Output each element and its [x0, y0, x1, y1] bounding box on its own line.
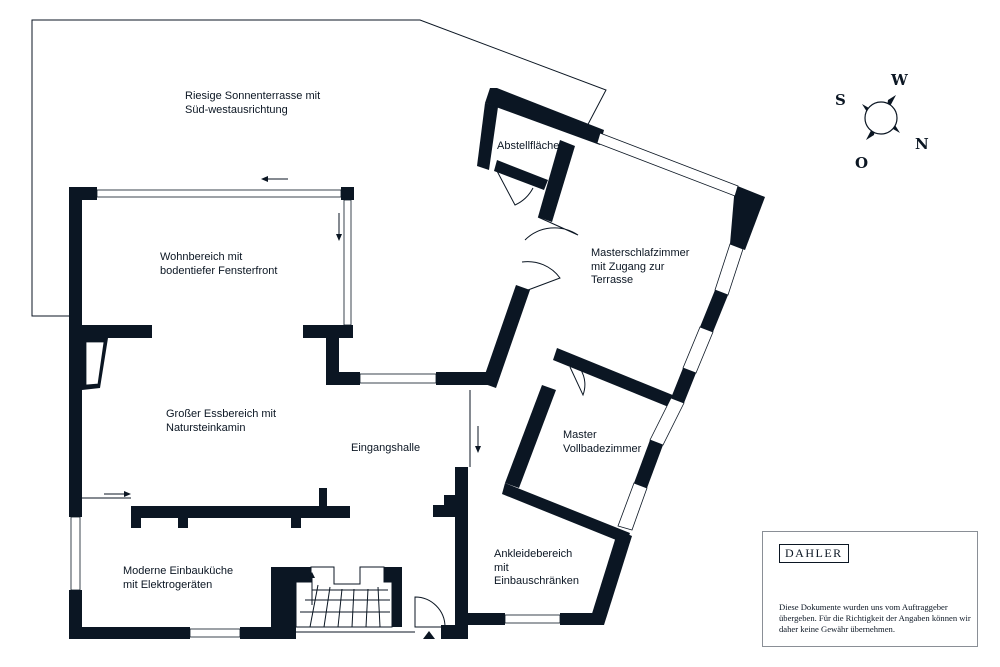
window-living-north	[96, 189, 342, 198]
wall-bath-east	[634, 440, 663, 488]
window-living-east	[343, 199, 352, 326]
entrance-marker	[423, 631, 435, 639]
compass-icon: W S N O	[835, 71, 929, 172]
wall-stair-left	[271, 567, 296, 639]
window-bedroom-north	[596, 132, 739, 197]
wall-stair-right	[392, 567, 402, 627]
door-main	[414, 596, 446, 628]
compass-north: N	[915, 135, 929, 153]
sliding-arrow-kitchen	[104, 491, 131, 497]
wall-bedroom-east-c	[671, 368, 696, 403]
room-label-dressing: Ankleidebereich mit Einbauschränken	[494, 548, 580, 587]
terrace-outline	[31, 19, 607, 317]
brand-logo: DAHLER	[779, 544, 849, 563]
room-label-living: Wohnbereich mit bodentiefer Fensterfront	[160, 251, 278, 277]
window-bath-east-1	[649, 397, 685, 446]
wall-entrance-top-left	[326, 372, 360, 385]
room-label-dining: Großer Essbereich mit Natursteinkamin	[166, 408, 277, 434]
wall-storage-west	[477, 103, 498, 170]
wall-kitchen-counter-block2	[291, 518, 301, 528]
sliding-arrow-entrance	[475, 426, 481, 453]
wall-living-inner-left	[82, 325, 152, 338]
room-label-terrace: Riesige Sonnenterrasse mit Süd-westausri…	[185, 90, 321, 116]
wall-storage-north	[485, 88, 604, 145]
wall-bath-south	[502, 483, 630, 544]
window-kitchen-west	[70, 516, 81, 591]
disclaimer-text: Diese Dokumente wurden uns vom Auftragge…	[779, 602, 971, 634]
door-storage	[496, 170, 534, 206]
wall-dressing-east	[590, 530, 632, 625]
room-label-entrance: Eingangshalle	[351, 442, 421, 454]
wall-bath-north	[553, 348, 680, 410]
door-bedroom-1	[524, 216, 579, 241]
fireplace-inner	[85, 341, 105, 386]
room-label-master-bath: Master Vollbadezimmer	[563, 429, 642, 455]
sliding-arrow-east	[336, 213, 342, 241]
wall-kitchen-counter-block	[178, 518, 188, 528]
wall-bedroom-west-b	[482, 285, 530, 388]
window-bath-east-2	[617, 482, 648, 531]
legend-box: DAHLER Diese Dokumente wurden uns vom Au…	[762, 531, 978, 647]
room-label-storage: Abstellfläche	[497, 140, 560, 152]
wall-living-stub	[326, 325, 339, 385]
compass-east: O	[855, 154, 868, 172]
wall-kitchen-counter-step	[131, 518, 141, 528]
wall-entrance-jog2	[444, 495, 458, 507]
room-label-kitchen: Moderne Einbauküche mit Elektrogeräten	[123, 565, 234, 591]
window-bedroom-east-2	[682, 326, 714, 374]
compass-west: W	[890, 71, 909, 89]
wall-west	[69, 187, 82, 517]
wall-south-dressing	[455, 613, 505, 625]
window-bedroom-east-1	[714, 243, 744, 296]
wall-kitchen-counter	[131, 506, 350, 518]
wall-bedroom-east-b	[700, 290, 728, 332]
wall-bedroom-east-a	[730, 185, 765, 250]
wall-bath-west	[505, 385, 556, 488]
wall-west-kitchen	[69, 590, 82, 638]
door-bedroom-2	[521, 261, 561, 291]
staircase	[295, 566, 393, 628]
compass-south: S	[835, 91, 846, 109]
room-label-master-bedroom: Masterschlafzimmer mit Zugang zur Terras…	[591, 247, 690, 286]
wall-entrance-east	[455, 467, 468, 639]
wall-kitchen-counter-post	[319, 488, 327, 508]
wall-living-nw	[69, 187, 97, 200]
wall-living-ne	[341, 187, 354, 200]
wall-south-kitchen	[69, 627, 190, 639]
wall-entrance-top-right	[436, 372, 496, 385]
window-kitchen-south	[189, 628, 241, 638]
door-bath	[569, 359, 586, 397]
wall-door-post	[441, 625, 455, 639]
sliding-arrow-north	[261, 176, 288, 182]
wall-storage-south	[494, 160, 548, 190]
wall-bedroom-west-a	[538, 140, 575, 222]
wall-stair-top	[296, 567, 311, 582]
window-dressing-south	[504, 614, 561, 624]
window-entrance	[359, 373, 437, 384]
wall-entrance-jog	[433, 505, 458, 517]
